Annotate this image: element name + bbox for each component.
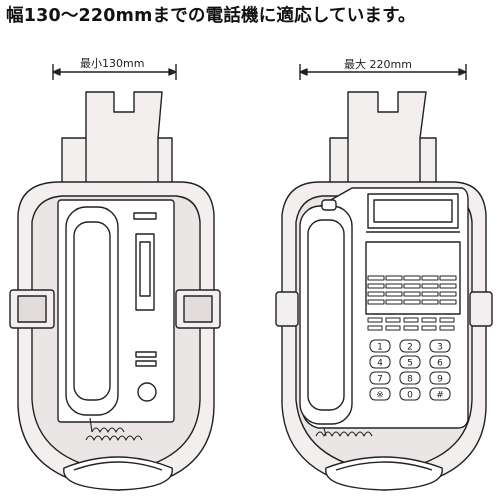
narrow-phone-button xyxy=(137,382,157,402)
narrow-phone-slot xyxy=(133,212,157,220)
headline-text: 幅130～220mmまでの電話機に適応しています。 xyxy=(6,6,416,26)
key-label: 3 xyxy=(437,343,443,353)
right-side-clip-right xyxy=(469,291,493,327)
key-hash xyxy=(429,387,451,401)
narrow-phone-cord xyxy=(85,417,143,441)
key-label: 9 xyxy=(437,375,443,385)
max-width-label: 最大 220mm xyxy=(344,58,412,71)
key-label: 8 xyxy=(407,375,413,385)
key-label: 7 xyxy=(377,375,383,385)
key-7 xyxy=(369,371,391,385)
function-keys xyxy=(367,275,457,331)
top-clamp xyxy=(61,91,173,186)
key-5 xyxy=(399,355,421,369)
key-3 xyxy=(429,339,451,353)
key-label: 4 xyxy=(377,359,383,369)
min-holder-illustration xyxy=(9,64,221,491)
keypad xyxy=(369,339,451,401)
key-6 xyxy=(429,355,451,369)
key-1 xyxy=(369,339,391,353)
key-star xyxy=(369,387,391,401)
key-label: ※ xyxy=(376,391,384,401)
key-8 xyxy=(399,371,421,385)
key-label: 0 xyxy=(407,391,413,401)
min-width-label: 最小130mm xyxy=(80,57,145,70)
left-side-clip-right xyxy=(275,291,299,327)
key-2 xyxy=(399,339,421,353)
wide-phone-cord xyxy=(315,427,373,437)
min-dimension-line xyxy=(52,64,177,80)
max-holder-illustration: 1 2 3 4 5 6 7 8 9 ※ 0 # xyxy=(275,64,493,491)
key-label: # xyxy=(436,391,444,401)
key-label: 6 xyxy=(437,359,443,369)
key-0 xyxy=(399,387,421,401)
max-dimension-line xyxy=(299,64,467,80)
narrow-phone-handset xyxy=(65,206,119,416)
key-4 xyxy=(369,355,391,369)
keypad-labels: 1 2 3 4 5 6 7 8 9 ※ 0 # xyxy=(376,343,444,401)
key-label: 5 xyxy=(407,359,413,369)
key-label: 1 xyxy=(377,343,383,353)
key-9 xyxy=(429,371,451,385)
key-label: 2 xyxy=(407,343,413,353)
